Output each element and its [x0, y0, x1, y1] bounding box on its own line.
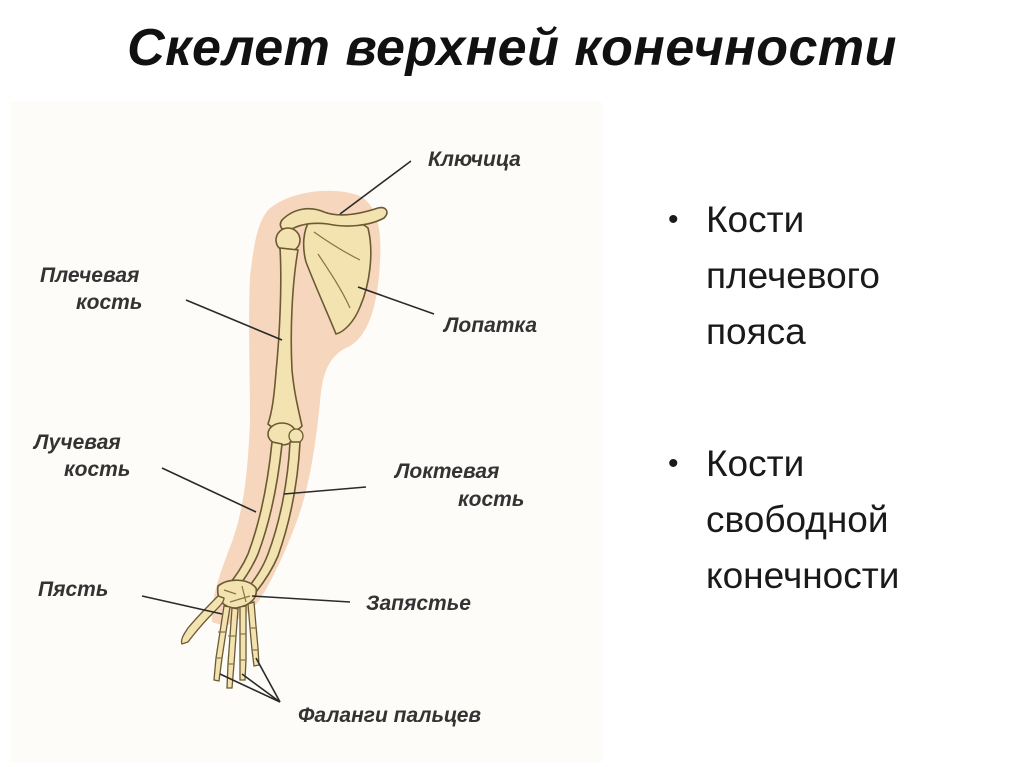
clavicle-leader — [339, 160, 412, 215]
phalanges-leader-c — [255, 657, 281, 703]
bullet-item: Кости свободной конечности — [668, 436, 1008, 604]
label-clavicle: Ключица — [428, 148, 521, 171]
label-scapula: Лопатка — [442, 314, 537, 337]
metacarpus-leader — [141, 595, 223, 615]
label-ulna-line1: Локтевая — [393, 460, 499, 483]
radius-leader — [161, 467, 257, 513]
bullet-list: Кости плечевого пояса Кости свободной ко… — [668, 192, 1008, 604]
bullet-line: конечности — [706, 555, 900, 596]
carpus-leader — [251, 595, 351, 603]
label-phalanges: Фаланги пальцев — [298, 704, 481, 727]
scapula-bone — [302, 216, 372, 335]
olecranon — [288, 428, 304, 444]
bullet-line: Кости — [706, 443, 805, 484]
carpal-detail — [223, 585, 251, 603]
label-humerus-line2: кость — [76, 291, 142, 314]
humerus-leader — [185, 299, 283, 341]
arm-skeleton-diagram: Ключица Плечевая кость Лопатка Лучевая к… — [32, 148, 537, 727]
scapula-spine — [313, 231, 361, 309]
ulna-leader — [283, 486, 367, 495]
label-ulna-line2: кость — [458, 488, 524, 511]
skeleton-figure-panel: Ключица Плечевая кость Лопатка Лучевая к… — [10, 102, 602, 762]
slide-title: Скелет верхней конечности — [127, 19, 897, 77]
label-metacarpus: Пясть — [38, 578, 108, 601]
phalanges-leader-b — [241, 673, 281, 703]
scapula-leader — [357, 286, 435, 315]
phalanges-leader-a — [219, 673, 281, 703]
label-humerus-line1: Плечевая — [40, 264, 139, 287]
thumb-bones — [180, 595, 225, 645]
bullet-line: свободной — [706, 499, 889, 540]
finger-bones — [213, 601, 260, 689]
label-carpus: Запястье — [366, 592, 471, 615]
bullet-item: Кости плечевого пояса — [668, 192, 1008, 360]
label-radius-line1: Лучевая — [32, 431, 121, 454]
bullet-line: плечевого — [706, 255, 880, 296]
bullet-line: пояса — [706, 311, 806, 352]
label-radius-line2: кость — [64, 458, 130, 481]
bullet-line: Кости — [706, 199, 805, 240]
